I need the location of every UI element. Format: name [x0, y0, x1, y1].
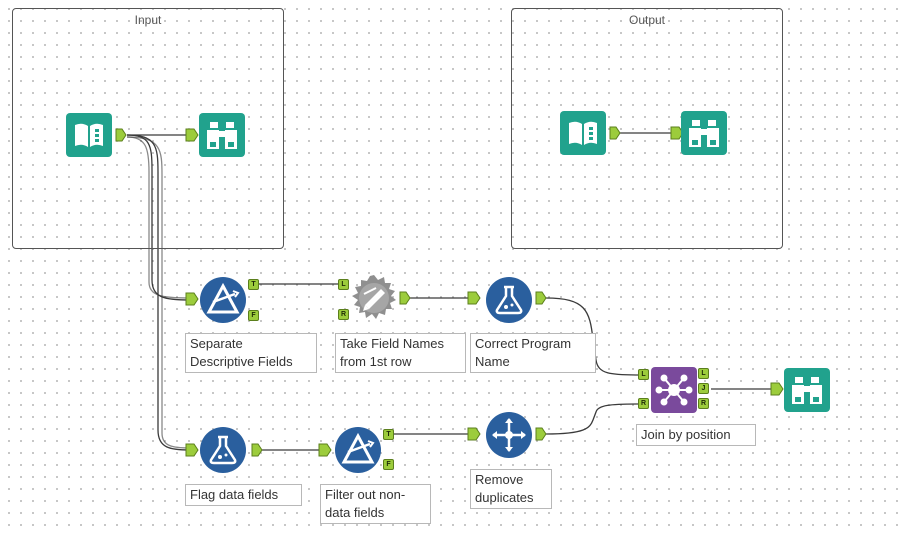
- wire-input-to-flag: [126, 134, 191, 451]
- book-icon: [75, 123, 103, 147]
- anchor-browse-final-in: [770, 382, 784, 396]
- filter-non-data-tool[interactable]: [334, 426, 382, 474]
- anchor-left-out[interactable]: L: [698, 368, 709, 379]
- output-container[interactable]: Output: [511, 8, 783, 249]
- unique-icon: [486, 412, 532, 458]
- correct-program-formula-tool[interactable]: [485, 276, 533, 324]
- anchor-false-out[interactable]: F: [248, 310, 259, 321]
- formula-icon: [200, 427, 246, 473]
- input-container[interactable]: Input: [12, 8, 284, 249]
- anchor-rename-out: [399, 291, 411, 305]
- filter-icon: [335, 427, 381, 473]
- anchor-right-out[interactable]: R: [698, 398, 709, 409]
- join-icon: [655, 374, 693, 406]
- anchor-flag-out: [251, 443, 263, 457]
- container-title: Output: [628, 13, 666, 27]
- input-data-tool[interactable]: [66, 113, 112, 157]
- dynamic-rename-tool[interactable]: [350, 274, 398, 322]
- anchor-separate-in: [185, 292, 199, 306]
- formula-icon: [486, 277, 532, 323]
- tool-label: Correct Program Name: [470, 333, 596, 373]
- tool-label: Join by position: [636, 424, 756, 446]
- anchor-output-data-out: [609, 126, 621, 140]
- anchor-correct-in: [467, 291, 481, 305]
- wire-unique-to-join-right: [545, 403, 641, 435]
- book-icon: [569, 121, 597, 145]
- output-data-tool[interactable]: [560, 111, 606, 155]
- binoculars-icon: [207, 122, 237, 149]
- tool-label: Filter out non- data fields: [320, 484, 431, 524]
- filter-icon: [200, 277, 246, 323]
- browse-final-tool[interactable]: [784, 368, 830, 412]
- anchor-unique-out: [535, 427, 547, 441]
- anchor-true-out[interactable]: T: [383, 429, 394, 440]
- separate-fields-filter-tool[interactable]: [199, 276, 247, 324]
- anchor-left-in[interactable]: L: [338, 279, 349, 290]
- container-title: Input: [134, 13, 162, 27]
- binoculars-icon: [792, 377, 822, 404]
- anchor-unique-in: [467, 427, 481, 441]
- browse-output-tool[interactable]: [681, 111, 727, 155]
- tool-label: Take Field Names from 1st row: [335, 333, 466, 373]
- anchor-right-in[interactable]: R: [638, 398, 649, 409]
- browse-input-tool[interactable]: [199, 113, 245, 157]
- tool-label: Separate Descriptive Fields: [185, 333, 317, 373]
- dynamic-rename-icon: [352, 275, 396, 319]
- anchor-right-in[interactable]: R: [338, 309, 349, 320]
- binoculars-icon: [689, 120, 719, 147]
- remove-duplicates-tool[interactable]: [485, 411, 533, 459]
- anchor-filter-in: [318, 443, 332, 457]
- anchor-input-out: [115, 128, 127, 142]
- anchor-left-in[interactable]: L: [638, 369, 649, 380]
- tool-label: Remove duplicates: [470, 469, 552, 509]
- anchor-join-out[interactable]: J: [698, 383, 709, 394]
- flag-data-formula-tool[interactable]: [199, 426, 247, 474]
- join-by-position-tool[interactable]: [651, 367, 697, 413]
- anchor-browse-input-in: [185, 128, 199, 142]
- anchor-correct-out: [535, 291, 547, 305]
- anchor-false-out[interactable]: F: [383, 459, 394, 470]
- anchor-flag-in: [185, 443, 199, 457]
- anchor-true-out[interactable]: T: [248, 279, 259, 290]
- tool-label: Flag data fields: [185, 484, 302, 506]
